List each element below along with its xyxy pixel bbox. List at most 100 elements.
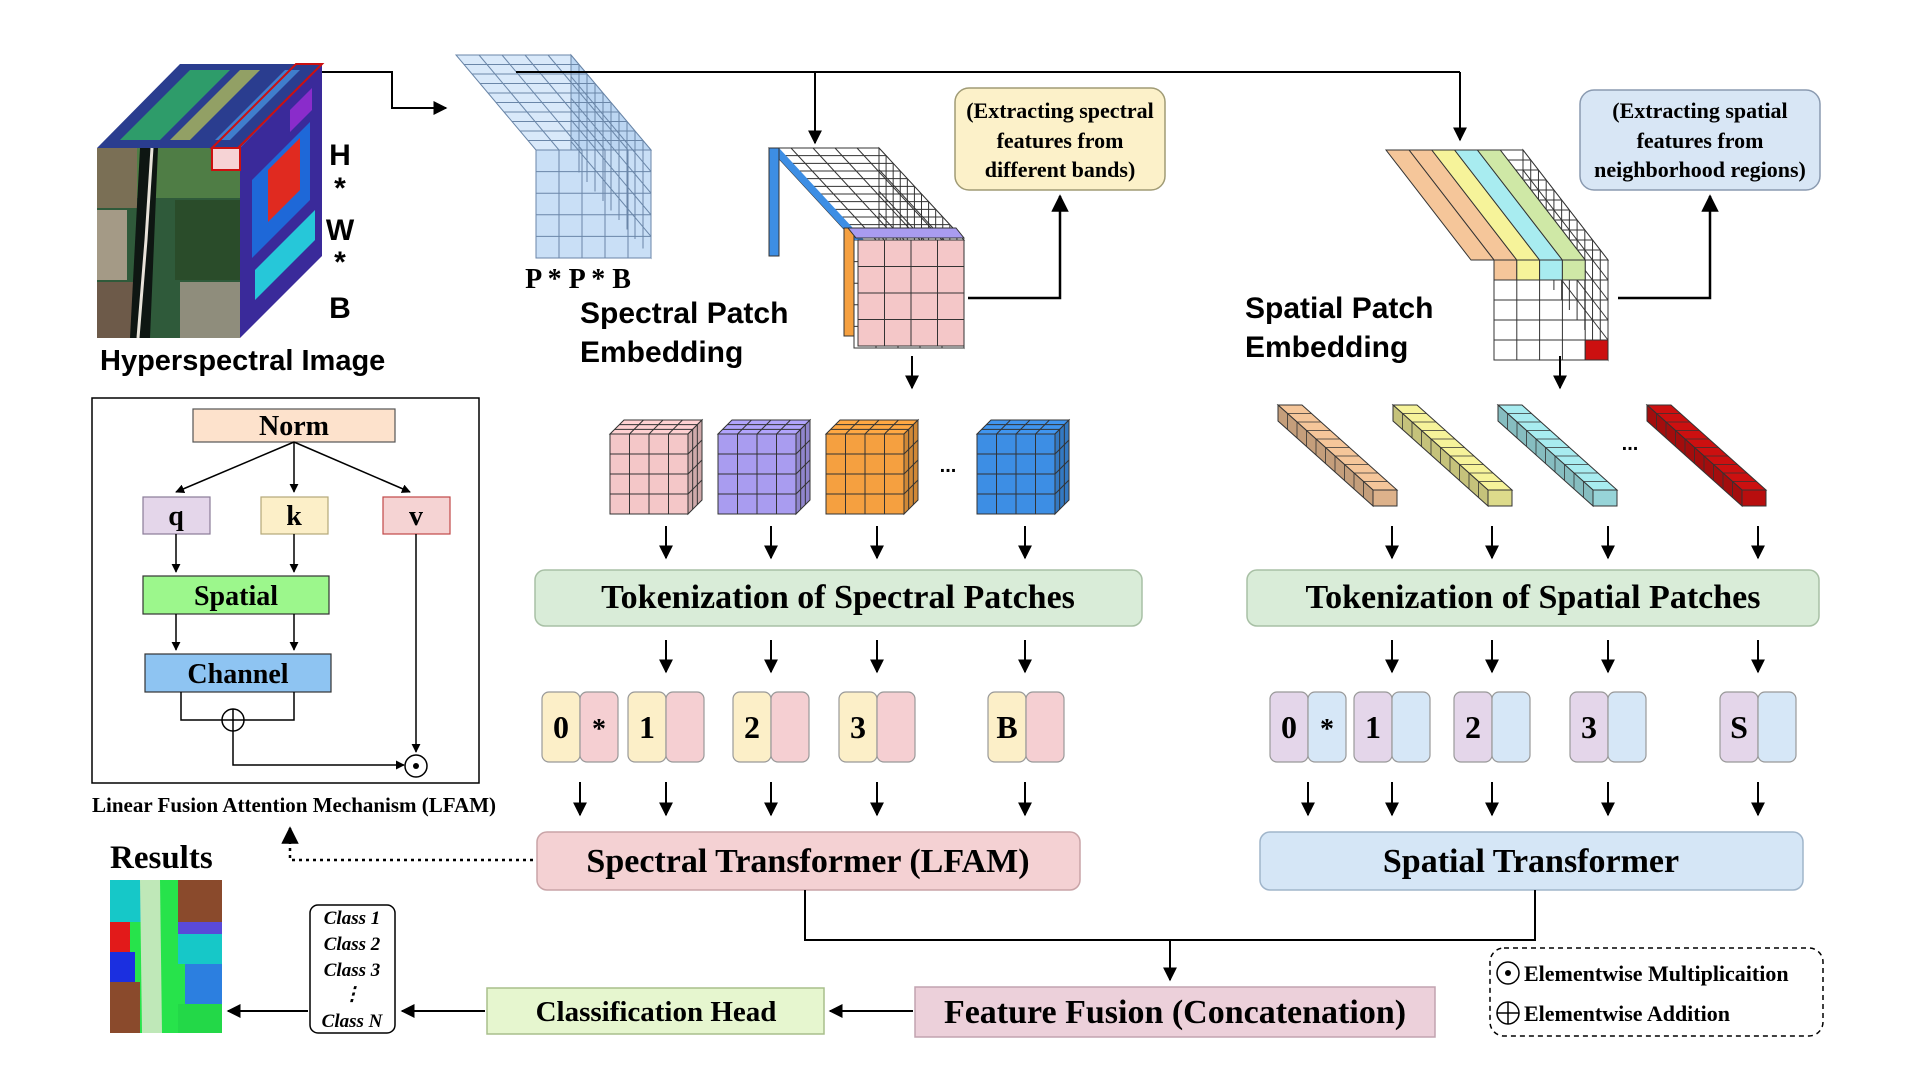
spatial-patch-bar bbox=[1391, 403, 1514, 508]
spectral-tokens: 0* 1 2 3 B bbox=[541, 691, 1065, 763]
spectral-embedding-cube bbox=[767, 146, 966, 350]
lfam-k-label: k bbox=[286, 501, 302, 532]
lfam-channel-label: Channel bbox=[187, 659, 288, 690]
token-label: 3 bbox=[1581, 709, 1597, 745]
spectral-transformer-box bbox=[536, 831, 1081, 891]
token-pair: 0* bbox=[1269, 691, 1347, 763]
token-label: 1 bbox=[1365, 709, 1381, 745]
legend-add-icon bbox=[1496, 1001, 1520, 1025]
hsi-dim-w: W bbox=[326, 214, 355, 247]
spectral-callout-connector bbox=[968, 194, 1069, 300]
token-pair: 0* bbox=[541, 691, 619, 763]
class-list-box bbox=[309, 904, 396, 1034]
spectral-callout-line2: features from bbox=[997, 128, 1124, 153]
lfam-v-label: v bbox=[409, 501, 423, 532]
patch-label: P * P * B bbox=[525, 264, 631, 295]
spatial-patch-bar bbox=[1645, 403, 1768, 508]
spectral-cubes-ellipsis: ... bbox=[940, 455, 957, 477]
lfam-norm-label: Norm bbox=[259, 411, 329, 442]
hsi-label: Hyperspectral Image bbox=[100, 345, 385, 377]
token-label: B bbox=[996, 709, 1017, 745]
spectral-patch-cube bbox=[975, 418, 1071, 516]
spectral-to-tokenization-arrows bbox=[659, 526, 1032, 560]
spatial-transformer-box bbox=[1259, 831, 1804, 891]
spectral-tokenization-label: Tokenization of Spectral Patches bbox=[601, 579, 1075, 616]
lfam-spatial-box bbox=[142, 575, 330, 615]
spatial-callout-line2: features from bbox=[1637, 128, 1764, 153]
spatial-token-arrows bbox=[1385, 640, 1765, 674]
lfam-add-to-mult-connector bbox=[232, 731, 405, 770]
token-pair: 2 bbox=[1453, 691, 1531, 763]
lfam-q-label: q bbox=[168, 501, 184, 532]
spatial-embedding-cube bbox=[1384, 148, 1610, 362]
spectral-token-arrows bbox=[659, 640, 1032, 674]
token-label: S bbox=[1730, 709, 1748, 745]
spatial-callout-box bbox=[1579, 89, 1821, 191]
legend-box bbox=[1489, 947, 1824, 1037]
class-item-n: Class N bbox=[322, 1011, 384, 1032]
spatial-tokenization-box bbox=[1246, 569, 1820, 627]
lfam-add-icon bbox=[221, 708, 245, 732]
patch-cube bbox=[454, 53, 653, 260]
lfam-k-box bbox=[260, 496, 329, 535]
legend-mult-label: Elementwise Multiplicaition bbox=[1524, 961, 1789, 986]
feature-fusion-box bbox=[914, 986, 1436, 1038]
hsi-to-patch-connector bbox=[322, 71, 448, 115]
lfam-channel-box bbox=[144, 653, 332, 693]
spatial-embedding-title-1: Spatial Patch bbox=[1245, 292, 1433, 325]
hsi-dim-sep2: * bbox=[334, 246, 346, 279]
token-pair: 3 bbox=[1569, 691, 1647, 763]
lfam-caption: Linear Fusion Attention Mechanism (LFAM) bbox=[92, 793, 496, 817]
lfam-norm-arrows bbox=[175, 441, 411, 493]
token-label: 2 bbox=[1465, 709, 1481, 745]
transformers-to-fusion-connector bbox=[804, 890, 1536, 941]
token-label: 3 bbox=[850, 709, 866, 745]
spectral-callout-line3: different bands) bbox=[985, 157, 1136, 182]
classification-head-box bbox=[486, 987, 825, 1035]
spectral-transformer-label: Spectral Transformer (LFAM) bbox=[586, 843, 1029, 880]
spatial-callout-line3: neighborhood regions) bbox=[1594, 157, 1806, 182]
spatial-callout-connector bbox=[1618, 194, 1719, 300]
legend-mult-icon bbox=[1496, 961, 1520, 985]
token-label: 1 bbox=[639, 709, 655, 745]
token-pair: 1 bbox=[1353, 691, 1431, 763]
token-pair: 3 bbox=[838, 691, 916, 763]
spectral-callout-line1: (Extracting spectral bbox=[966, 98, 1154, 123]
spectral-tokenization-box bbox=[534, 569, 1143, 627]
lfam-mult-icon bbox=[404, 754, 428, 778]
spectral-callout-box bbox=[954, 87, 1166, 191]
spatial-patch-bar bbox=[1276, 403, 1399, 508]
spatial-patch-bar bbox=[1496, 403, 1619, 508]
spatial-to-tokenization-arrows bbox=[1385, 526, 1765, 560]
class-item-ellipsis: ⋮ bbox=[343, 984, 362, 1005]
lfam-q-box bbox=[142, 496, 211, 535]
token-label: * bbox=[592, 714, 606, 745]
lfam-spatial-arrows bbox=[171, 614, 299, 651]
spectral-patch-cube bbox=[824, 418, 920, 516]
token-pair: B bbox=[987, 691, 1065, 763]
spatial-callout-line1: (Extracting spatial bbox=[1612, 98, 1787, 123]
classification-head-label: Classification Head bbox=[536, 996, 777, 1028]
token-pair: S bbox=[1719, 691, 1797, 763]
token-pair: 2 bbox=[732, 691, 810, 763]
class-item-3: Class 3 bbox=[324, 960, 381, 981]
spatial-tokens: 0* 1 2 3 S bbox=[1269, 691, 1797, 763]
hyperspectral-cube bbox=[97, 63, 325, 339]
spectral-to-transformer-arrows bbox=[573, 782, 1032, 817]
spatial-tokenization-label: Tokenization of Spatial Patches bbox=[1306, 579, 1761, 616]
spatial-to-transformer-arrows bbox=[1301, 782, 1765, 817]
legend-add-label: Elementwise Addition bbox=[1524, 1001, 1730, 1026]
class-item-1: Class 1 bbox=[324, 908, 381, 929]
spectral-patch-cube bbox=[608, 418, 704, 516]
results-map bbox=[110, 880, 222, 1033]
class-item-2: Class 2 bbox=[324, 934, 381, 955]
results-title: Results bbox=[110, 840, 213, 876]
spatial-patch-bars bbox=[1276, 403, 1768, 508]
lfam-qk-arrows bbox=[171, 534, 299, 573]
spatial-embedding-title-2: Embedding bbox=[1245, 331, 1408, 364]
token-pair: 1 bbox=[627, 691, 705, 763]
spatial-transformer-label: Spatial Transformer bbox=[1383, 843, 1679, 880]
lfam-dotted-link bbox=[281, 826, 533, 862]
feature-fusion-label: Feature Fusion (Concatenation) bbox=[944, 994, 1406, 1031]
